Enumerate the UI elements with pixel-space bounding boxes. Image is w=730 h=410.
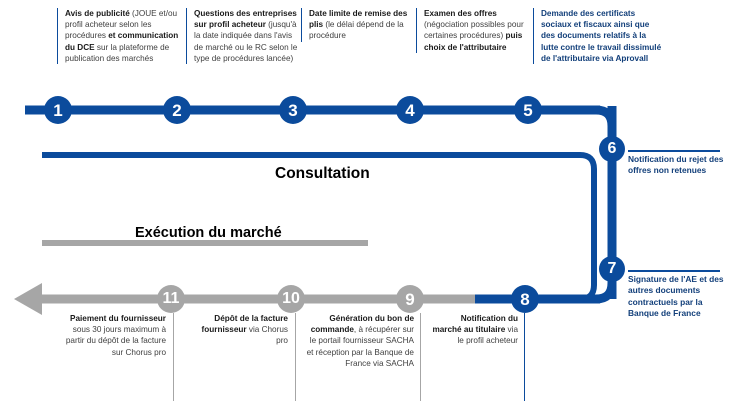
step-marker-6[interactable]: 6	[599, 136, 625, 162]
step-4-number: 4	[405, 100, 415, 120]
step-10-number: 10	[282, 290, 300, 307]
top-right-corner	[595, 105, 617, 127]
step-6-title: Notification du rejet des offres non ret…	[628, 154, 724, 176]
step-11-title: Paiement du fournisseur	[70, 314, 166, 323]
phase-label-execution: Exécution du marché	[135, 225, 282, 241]
step-11-body: sous 30 jours maximum à partir du dépôt …	[65, 325, 166, 357]
step-7-number: 7	[607, 260, 617, 277]
step-marker-9[interactable]: 9	[396, 285, 424, 313]
step-3-body: (le délai dépend de la procédure	[309, 20, 404, 41]
step-3-text: Date limite de remise des plis (le délai…	[301, 8, 413, 42]
step-2-body: (jusqu'à la date indiquée dans l'avis de…	[194, 20, 298, 63]
step-11-text: Paiement du fournisseur sous 30 jours ma…	[62, 313, 173, 358]
step-marker-4[interactable]: 4	[396, 96, 424, 124]
step-6-number: 6	[607, 140, 617, 157]
step-10-body: via Chorus pro	[246, 325, 288, 346]
step-10-rule	[295, 313, 297, 401]
step-9-rule	[420, 313, 422, 401]
step-marker-7[interactable]: 7	[599, 256, 625, 282]
step-marker-1[interactable]: 1	[44, 96, 72, 124]
step-8-body: via le profil acheteur	[457, 325, 518, 346]
step-1-title2: et communication du DCE	[65, 31, 179, 52]
step-1-body2: sur la plateforme de publication des mar…	[65, 42, 170, 63]
step-9-title: Génération du bon de commande	[310, 314, 414, 335]
flow-arrow-head	[14, 283, 42, 315]
step-5-number: 5	[523, 100, 533, 120]
step-marker-3[interactable]: 3	[279, 96, 307, 124]
step-9-text: Génération du bon de commande, à récupér…	[306, 313, 421, 369]
step-1-title: Avis de publicité	[65, 9, 130, 18]
step-4-body: (négociation possibles pour certaines pr…	[424, 20, 524, 41]
step-4-title: Examen des offres	[424, 9, 497, 18]
step-marker-2[interactable]: 2	[163, 96, 191, 124]
step-5-text: Demande des certificats sociaux et fisca…	[533, 8, 663, 65]
step-4-text: Examen des offres (négociation possibles…	[416, 8, 528, 53]
step-3-title: Date limite de remise des plis	[309, 9, 408, 30]
phase-label-consultation: Consultation	[275, 165, 370, 182]
step-marker-5[interactable]: 5	[514, 96, 542, 124]
step-7-rule	[628, 270, 720, 272]
consultation-frame	[42, 152, 597, 302]
step-11-number: 11	[162, 290, 180, 307]
step-11-rule	[173, 313, 175, 401]
step-3-number: 3	[288, 100, 298, 120]
step-8-text: Notification du marché au titulaire via …	[432, 313, 525, 347]
step-9-number: 9	[405, 289, 415, 309]
step-1-text: Avis de publicité (JOUE et/ou profil ach…	[57, 8, 180, 65]
step-1-body: (JOUE et/ou profil acheteur selon les pr…	[65, 9, 178, 41]
step-5-title: Demande des certificats sociaux et fisca…	[541, 9, 662, 63]
step-2-text: Questions des entreprises sur profil ach…	[186, 8, 298, 65]
step-8-number: 8	[520, 289, 530, 309]
step-2-number: 2	[172, 100, 182, 120]
step-2-title: Questions des entreprises sur profil ach…	[194, 9, 297, 30]
step-1-number: 1	[53, 100, 63, 120]
step-6-text: Notification du rejet des offres non ret…	[628, 150, 726, 177]
step-9-body: , à récupérer sur le portail fournisseur…	[306, 325, 414, 368]
step-marker-8[interactable]: 8	[511, 285, 539, 313]
step-7-title: Signature de l'AE et des autres document…	[628, 274, 724, 319]
step-10-title: Dépôt de la facture fournisseur	[201, 314, 288, 335]
step-4-title2: puis choix de l'attributaire	[424, 31, 523, 52]
step-10-text: Dépôt de la facture fournisseur via Chor…	[196, 313, 295, 347]
step-8-rule	[524, 313, 526, 401]
step-marker-10[interactable]: 10	[277, 285, 305, 313]
step-7-text: Signature de l'AE et des autres document…	[628, 270, 728, 320]
step-6-rule	[628, 150, 720, 152]
step-marker-11[interactable]: 11	[157, 285, 185, 313]
step-8-title: Notification du marché au titulaire	[432, 314, 518, 335]
